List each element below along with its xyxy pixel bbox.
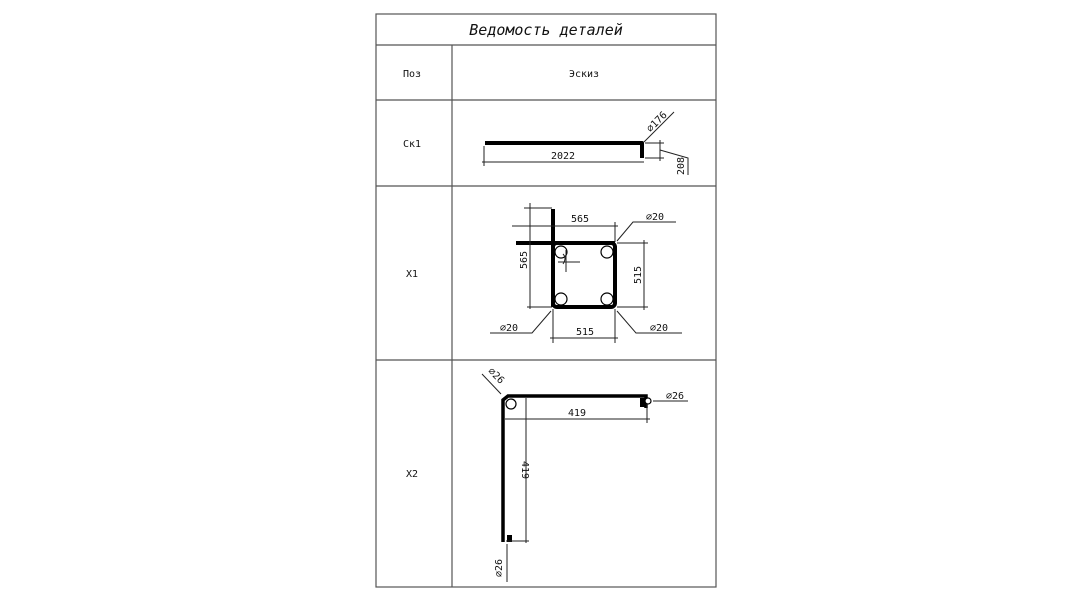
dim-vertical: 419 — [519, 461, 530, 479]
row-pos-x1: Х1 — [406, 269, 418, 280]
dia-bottom-right: ⌀20 — [650, 323, 668, 334]
row-pos-ck1: Ск1 — [403, 139, 421, 150]
sketch-ck1 — [482, 111, 689, 175]
dia-bottom-left: ⌀20 — [500, 323, 518, 334]
dim-horizontal: 419 — [568, 408, 586, 419]
dia-right: ⌀26 — [666, 391, 684, 402]
header-pos: Поз — [403, 69, 421, 80]
dia-bottom: ⌀26 — [494, 559, 505, 577]
header-sketch: Эскиз — [569, 69, 599, 80]
dim-hook: 208 — [676, 157, 687, 175]
dim-left: 565 — [519, 251, 530, 269]
sketch-x1 — [490, 203, 682, 343]
dia-top-right: ⌀20 — [646, 212, 664, 223]
dim-right: 515 — [633, 266, 644, 284]
table-title: Ведомость деталей — [469, 21, 623, 39]
dia-top-left: ⌀26 — [485, 366, 506, 387]
dim-length: 2022 — [551, 151, 575, 162]
dim-bottom: 515 — [576, 327, 594, 338]
sketch-x2 — [481, 373, 688, 582]
dim-top: 565 — [571, 214, 589, 225]
table-grid — [375, 13, 717, 588]
row-pos-x2: Х2 — [406, 469, 418, 480]
dim-diameter: ⌀176 — [645, 110, 670, 135]
